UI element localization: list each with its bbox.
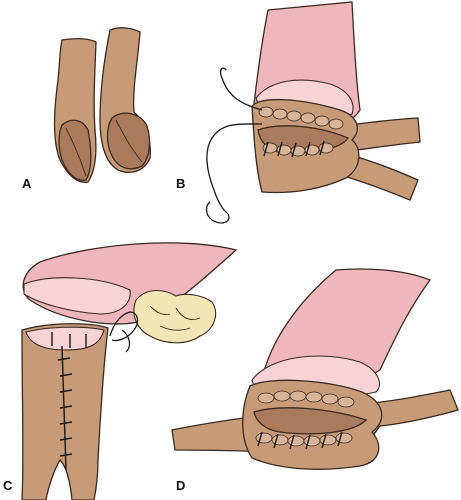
suture-thread-c xyxy=(109,311,139,353)
panel-label-a: A xyxy=(22,176,32,191)
panel-b: B xyxy=(176,1,421,224)
suture-thread-b xyxy=(206,67,263,215)
fat-tissue-c xyxy=(133,289,217,344)
stitch-row-b-lower xyxy=(262,140,334,158)
panel-d: D xyxy=(171,268,459,493)
stitch-row-d-lower xyxy=(255,431,353,450)
staple-line-c xyxy=(57,345,73,471)
panel-label-b: B xyxy=(176,176,185,191)
needle-b xyxy=(205,201,230,224)
panel-label-d: D xyxy=(176,478,185,493)
panel-c: C xyxy=(3,242,238,500)
panel-label-c: C xyxy=(3,478,13,493)
panel-a: A xyxy=(22,27,151,191)
stitch-row-b-upper xyxy=(258,106,344,130)
stitch-row-d-upper xyxy=(257,390,355,408)
